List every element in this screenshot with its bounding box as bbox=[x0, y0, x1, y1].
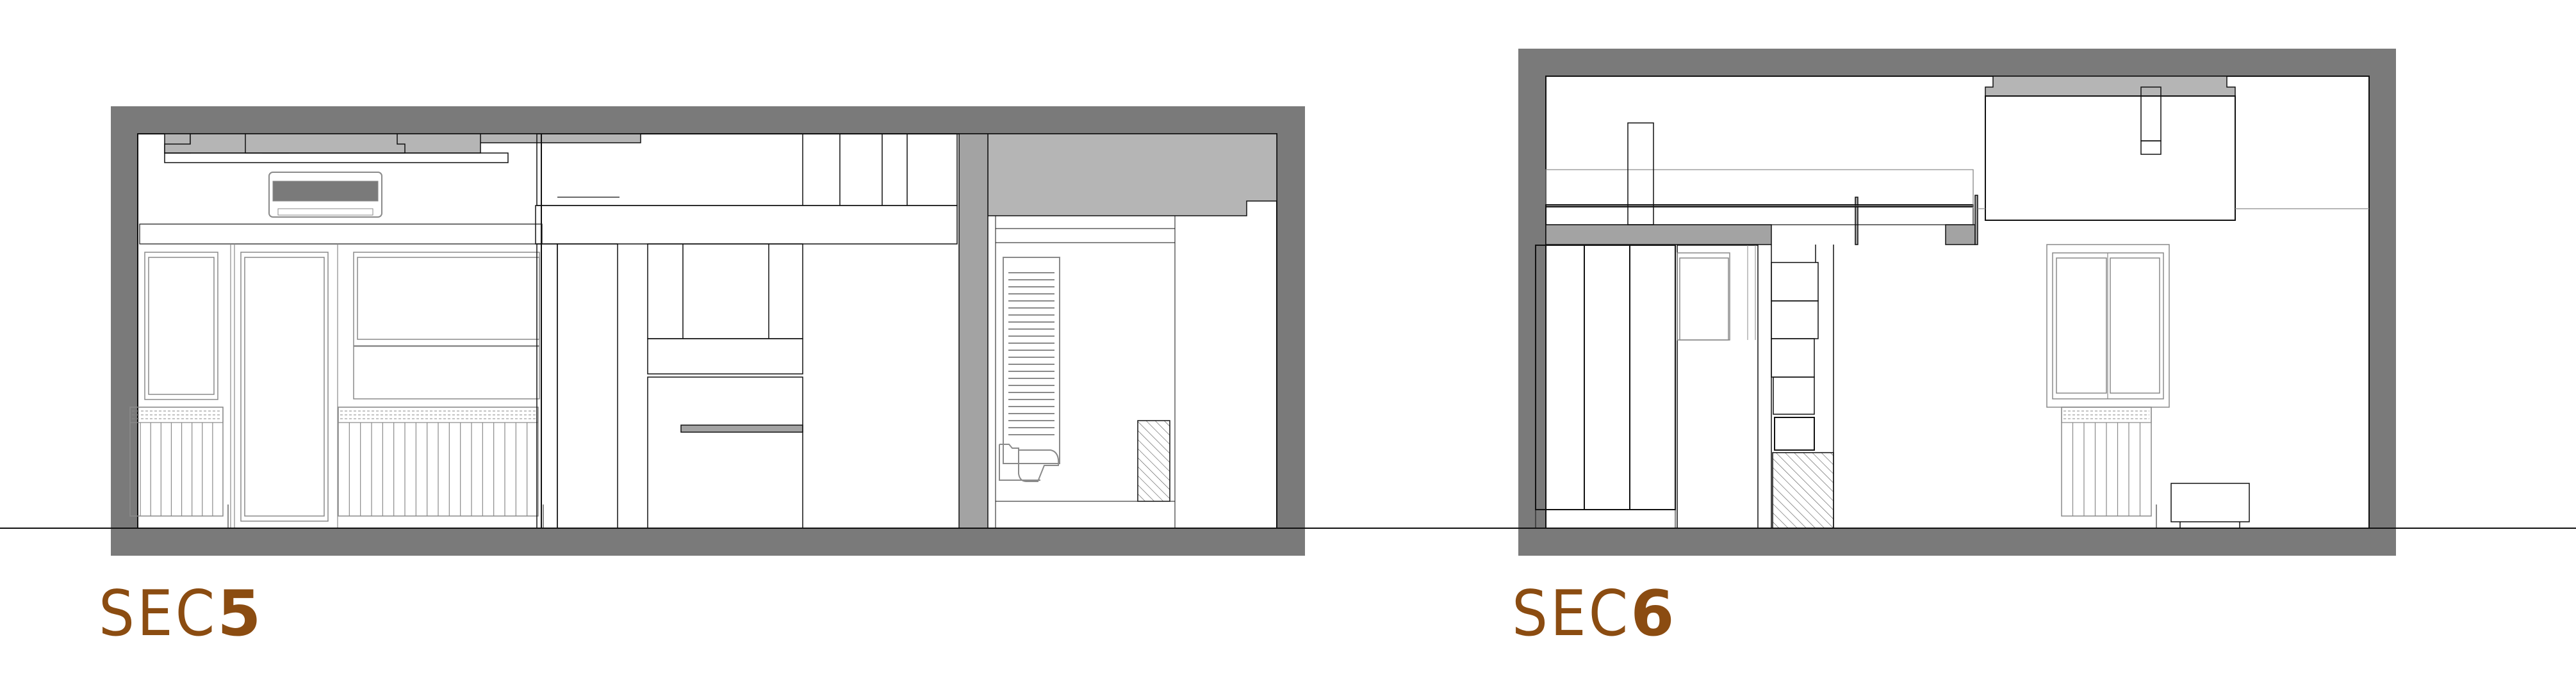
transom-glass bbox=[1679, 257, 1729, 341]
window-right-glass bbox=[357, 257, 540, 340]
radiator-left-header bbox=[129, 407, 224, 423]
bedroom-soffit bbox=[1985, 76, 2236, 97]
storage-base bbox=[1772, 452, 1834, 529]
loft-slab bbox=[1545, 224, 1772, 245]
left-post bbox=[1855, 197, 1858, 245]
bedroom-window-right bbox=[2110, 257, 2160, 394]
loft-slab-right bbox=[1945, 224, 1976, 245]
door-frame bbox=[240, 252, 329, 522]
door-panel bbox=[244, 257, 325, 517]
window-left-frame bbox=[144, 252, 218, 400]
section-6-drawing bbox=[1518, 49, 2396, 556]
loft-floor bbox=[1545, 206, 1974, 225]
section-5-title-number: 5 bbox=[217, 577, 264, 650]
shelf-unit-5 bbox=[1774, 417, 1815, 451]
ac-pipe-cap bbox=[2140, 140, 2162, 155]
section-6-title: SEC6 bbox=[1512, 583, 1677, 645]
duct-stub bbox=[1974, 195, 1978, 245]
ac-vent bbox=[277, 208, 373, 216]
window-left-glass bbox=[148, 257, 215, 395]
towel-radiator bbox=[1003, 257, 1060, 464]
wall-panel-right bbox=[353, 346, 540, 399]
section-5-title-prefix: SEC bbox=[99, 577, 218, 650]
bedroom-window-left bbox=[2056, 257, 2107, 394]
bench bbox=[2170, 483, 2250, 522]
partition-wall bbox=[958, 133, 989, 529]
section-6-title-number: 6 bbox=[1630, 577, 1677, 650]
bedroom-beam bbox=[1985, 95, 2236, 221]
ceiling-soffit-right bbox=[245, 133, 406, 154]
section-5-title: SEC5 bbox=[99, 583, 263, 645]
room-interior bbox=[1545, 76, 2370, 529]
soffit-band bbox=[164, 152, 509, 163]
washbasin-cabinet bbox=[1137, 420, 1170, 502]
section-6-title-prefix: SEC bbox=[1512, 577, 1631, 650]
ac-grille bbox=[272, 181, 379, 202]
vanity-shelf bbox=[680, 424, 803, 433]
section-5-drawing bbox=[111, 106, 1305, 556]
wall-toilet bbox=[999, 444, 1060, 482]
shelf-unit-4 bbox=[1773, 376, 1815, 415]
bathroom-beam bbox=[987, 133, 1277, 216]
chimney-stack bbox=[1627, 122, 1654, 225]
ac-body bbox=[268, 172, 382, 218]
